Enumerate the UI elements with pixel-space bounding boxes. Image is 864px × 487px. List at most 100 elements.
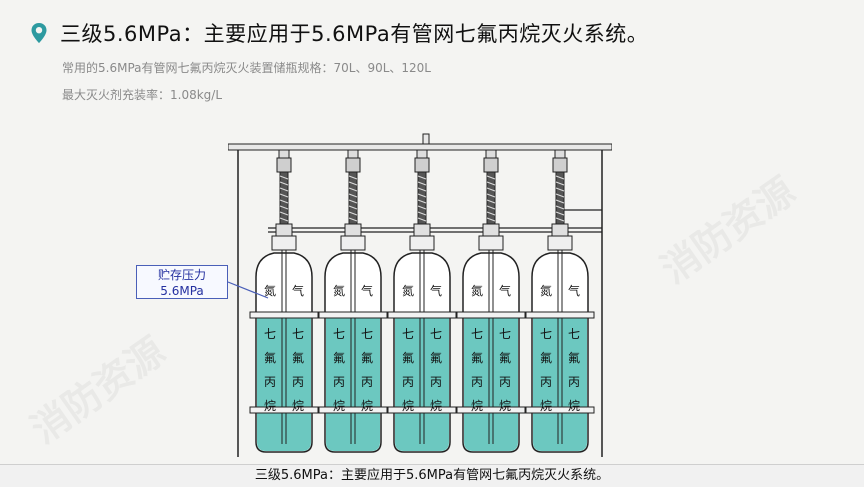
storage-pressure-callout: 贮存压力 5.6MPa bbox=[136, 265, 228, 299]
valve-body bbox=[482, 223, 500, 237]
agent-label-char: 烷 bbox=[430, 399, 442, 413]
hose-rib bbox=[348, 217, 358, 222]
hose-rib bbox=[348, 187, 358, 192]
agent-label-char: 氟 bbox=[430, 351, 442, 365]
clamp-band bbox=[525, 311, 595, 319]
agent-label-char: 烷 bbox=[361, 399, 373, 413]
top-bracket bbox=[422, 133, 430, 145]
hose-rib bbox=[486, 217, 496, 222]
hose bbox=[555, 171, 565, 225]
hose-rib bbox=[486, 181, 496, 186]
agent-label-char: 七 bbox=[499, 327, 511, 341]
agent-label-char: 烷 bbox=[568, 399, 580, 413]
hose-rib bbox=[417, 205, 427, 210]
gas-label-char: 氮 bbox=[402, 283, 414, 298]
hose-rib bbox=[555, 217, 565, 222]
hose-rib bbox=[348, 205, 358, 210]
agent-label-char: 氟 bbox=[361, 351, 373, 365]
hose-rib bbox=[555, 175, 565, 180]
agent-label-char: 丙 bbox=[292, 375, 304, 389]
cylinder-valve bbox=[409, 235, 435, 251]
hose bbox=[348, 171, 358, 225]
cylinder-system-diagram: 氮气七七氟氟丙丙烷烷氮气七七氟氟丙丙烷烷氮气七七氟氟丙丙烷烷氮气七七氟氟丙丙烷烷… bbox=[228, 133, 612, 457]
agent-label-char: 烷 bbox=[540, 399, 552, 413]
agent-label-char: 氟 bbox=[568, 351, 580, 365]
valve-cap bbox=[485, 149, 497, 159]
hose-rib bbox=[486, 193, 496, 198]
hose-rib bbox=[348, 175, 358, 180]
valve-cap bbox=[416, 149, 428, 159]
valve-head bbox=[276, 157, 292, 173]
hose-rib bbox=[486, 187, 496, 192]
gas-label-char: 氮 bbox=[333, 283, 345, 298]
hose-rib bbox=[417, 181, 427, 186]
hose-rib bbox=[417, 175, 427, 180]
cylinder-valve bbox=[547, 235, 573, 251]
hose bbox=[417, 171, 427, 225]
clamp-band bbox=[387, 311, 457, 319]
agent-label-char: 烷 bbox=[471, 399, 483, 413]
clamp-band bbox=[525, 406, 595, 414]
slide-heading: 三级5.6MPa：主要应用于5.6MPa有管网七氟丙烷灭火系统。 bbox=[60, 22, 649, 46]
agent-liquid bbox=[257, 315, 311, 451]
hose-rib bbox=[417, 193, 427, 198]
watermark: 消防资源 bbox=[18, 321, 174, 453]
clamp-band bbox=[249, 406, 319, 414]
agent-label-char: 丙 bbox=[540, 375, 552, 389]
agent-label-char: 氟 bbox=[402, 351, 414, 365]
agent-liquid bbox=[326, 315, 380, 451]
hose-rib bbox=[279, 211, 289, 216]
hose-rib bbox=[348, 211, 358, 216]
agent-liquid bbox=[395, 315, 449, 451]
clamp-band bbox=[318, 311, 388, 319]
gas-label-char: 氮 bbox=[471, 283, 483, 298]
clamp-band bbox=[249, 311, 319, 319]
agent-label-char: 七 bbox=[292, 327, 304, 341]
gas-label-char: 气 bbox=[430, 283, 442, 298]
agent-label-char: 七 bbox=[402, 327, 414, 341]
callout-label: 贮存压力 bbox=[157, 268, 206, 282]
hose-rib bbox=[279, 187, 289, 192]
valve-cap bbox=[278, 149, 290, 159]
agent-label-char: 丙 bbox=[402, 375, 414, 389]
callout-pointer bbox=[228, 281, 269, 299]
agent-label-char: 七 bbox=[430, 327, 442, 341]
agent-label-char: 氟 bbox=[499, 351, 511, 365]
agent-label-char: 氟 bbox=[333, 351, 345, 365]
valve-cap bbox=[347, 149, 359, 159]
agent-label-char: 烷 bbox=[264, 399, 276, 413]
valve-body bbox=[413, 223, 431, 237]
gas-label-char: 气 bbox=[292, 283, 304, 298]
agent-label-char: 丙 bbox=[499, 375, 511, 389]
hose-rib bbox=[279, 205, 289, 210]
hose-rib bbox=[555, 181, 565, 186]
valve-head bbox=[414, 157, 430, 173]
hose-rib bbox=[555, 211, 565, 216]
agent-label-char: 氟 bbox=[292, 351, 304, 365]
cylinder-valve bbox=[271, 235, 297, 251]
agent-label-char: 丙 bbox=[264, 375, 276, 389]
location-pin-icon bbox=[31, 23, 47, 43]
gas-label-char: 氮 bbox=[540, 283, 552, 298]
hose-rib bbox=[555, 205, 565, 210]
watermark: 消防资源 bbox=[648, 161, 804, 293]
cylinder-valve bbox=[340, 235, 366, 251]
agent-label-char: 烷 bbox=[499, 399, 511, 413]
hose-rib bbox=[279, 199, 289, 204]
agent-label-char: 烷 bbox=[402, 399, 414, 413]
bottom-caption: 三级5.6MPa：主要应用于5.6MPa有管网七氟丙烷灭火系统。 bbox=[0, 464, 864, 487]
hose-rib bbox=[348, 181, 358, 186]
agent-label-char: 七 bbox=[540, 327, 552, 341]
gas-label-char: 气 bbox=[568, 283, 580, 298]
hose-rib bbox=[486, 175, 496, 180]
hose-rib bbox=[279, 193, 289, 198]
hose-rib bbox=[417, 217, 427, 222]
agent-label-char: 丙 bbox=[333, 375, 345, 389]
cylinder-specs: 常用的5.6MPa有管网七氟丙烷灭火装置储瓶规格：70L、90L、120L bbox=[62, 61, 431, 75]
agent-label-char: 氟 bbox=[540, 351, 552, 365]
hose-rib bbox=[555, 193, 565, 198]
valve-head bbox=[552, 157, 568, 173]
agent-label-char: 丙 bbox=[430, 375, 442, 389]
clamp-band bbox=[456, 406, 526, 414]
hose-rib bbox=[279, 217, 289, 222]
